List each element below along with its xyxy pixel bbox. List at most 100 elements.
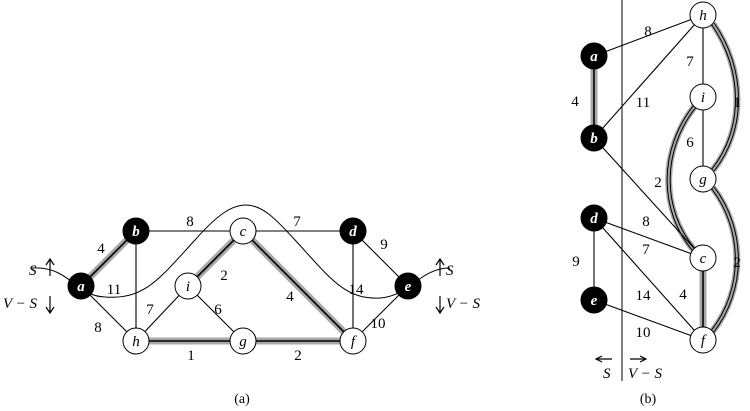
cut-label-left-top: S: [29, 263, 37, 279]
b-edge-d-f: [593, 217, 704, 341]
b-edge-weight-d-e: 9: [572, 254, 580, 270]
a-edge-weight-h-i: 7: [146, 302, 154, 318]
a-edge-weight-c-d: 7: [293, 214, 301, 230]
a-node-label-e: e: [405, 279, 412, 295]
a-node-c: c: [229, 217, 257, 245]
cut-label-right-bottom: V − S: [446, 296, 481, 312]
b-node-e: e: [580, 286, 608, 314]
b-edge-weight-a-b: 4: [571, 94, 579, 110]
a-node-h: h: [122, 327, 150, 355]
a-node-label-a: a: [77, 279, 85, 295]
b-node-label-g: g: [699, 172, 707, 188]
a-node-i: i: [174, 272, 202, 300]
a-node-circle-e: [394, 272, 422, 300]
b-node-h: h: [689, 1, 717, 29]
caption-b: (b): [640, 392, 657, 407]
a-node-circle-i: [174, 272, 202, 300]
b-edge-weight-b-c: 8: [642, 214, 650, 230]
cut-label-left-bottom: V − S: [3, 296, 38, 312]
b-edge-weight-a-h: 8: [644, 24, 652, 40]
a-edge-weight-d-e: 9: [380, 237, 388, 253]
side-label-left: S: [603, 366, 611, 382]
a-node-circle-f: [339, 327, 367, 355]
b-node-circle-a: [580, 42, 608, 70]
b-edge-weight-d-f: 14: [636, 288, 652, 304]
a-edge-weight-b-c: 8: [186, 214, 194, 230]
a-edge-weight-c-f: 4: [286, 289, 294, 305]
a-mst-edge-c-f: [242, 230, 354, 342]
a-node-b: b: [122, 217, 150, 245]
b-edge-weight-i-g: 6: [686, 135, 694, 151]
a-edge-weight-e-f: 10: [371, 316, 386, 332]
panel-b-edges: [590, 14, 741, 341]
b-node-c: c: [689, 244, 717, 272]
a-edge-weight-d-f: 14: [349, 282, 365, 298]
a-edge-weight-g-f: 2: [294, 348, 302, 364]
a-node-circle-c: [229, 217, 257, 245]
b-node-circle-f: [689, 326, 717, 354]
arrow-left-icon: [594, 355, 612, 363]
b-node-circle-h: [689, 1, 717, 29]
b-node-g: g: [689, 165, 717, 193]
a-node-label-c: c: [240, 224, 247, 240]
a-node-label-g: g: [239, 334, 247, 350]
b-node-label-f: f: [701, 333, 707, 349]
b-node-circle-e: [580, 286, 608, 314]
b-edge-d-c: [593, 217, 704, 259]
b-edge-weight-c-f: 4: [679, 287, 687, 303]
b-node-b: b: [580, 124, 608, 152]
b-edge-weight-b-h: 11: [636, 95, 650, 111]
a-node-e: e: [394, 272, 422, 300]
panel-a-nodes: a b c d e f g h i: [67, 217, 422, 355]
b-edge-weight-i-c: 2: [654, 175, 662, 191]
b-mst-edge-inner-i-c: [667, 105, 696, 251]
b-node-circle-c: [689, 244, 717, 272]
b-node-circle-g: [689, 165, 717, 193]
a-node-d: d: [339, 217, 367, 245]
arrow-down-icon: [435, 296, 445, 315]
a-node-label-i: i: [186, 279, 190, 295]
b-node-a: a: [580, 42, 608, 70]
arrow-right-icon: [630, 355, 648, 363]
b-node-i: i: [689, 83, 717, 111]
b-node-label-a: a: [590, 49, 598, 65]
b-edge-weight-e-f: 10: [636, 325, 651, 341]
a-edge-weight-h-g: 1: [187, 348, 195, 364]
a-node-f: f: [339, 327, 367, 355]
a-node-circle-d: [339, 217, 367, 245]
a-node-label-h: h: [132, 334, 140, 350]
a-edge-weight-a-h: 8: [94, 320, 102, 336]
b-node-circle-b: [580, 124, 608, 152]
a-node-a: a: [67, 272, 95, 300]
a-node-circle-a: [67, 272, 95, 300]
panel-b-nodes: a b d e h i g c f: [580, 1, 717, 354]
b-node-label-c: c: [700, 251, 707, 267]
b-node-label-e: e: [591, 293, 598, 309]
a-node-label-b: b: [132, 224, 140, 240]
side-label-right: V − S: [628, 366, 663, 382]
b-mst-edge-inner-h-g: [712, 23, 738, 171]
b-edge-e-f: [593, 299, 704, 341]
a-edge-weight-a-b: 4: [97, 241, 105, 257]
a-node-circle-b: [122, 217, 150, 245]
b-edge-weight-h-i: 7: [686, 54, 694, 70]
cut-curve: [31, 204, 451, 299]
b-node-label-i: i: [701, 90, 705, 106]
b-node-f: f: [689, 326, 717, 354]
b-edge-b-h: [593, 14, 704, 139]
a-node-circle-h: [122, 327, 150, 355]
a-node-label-f: f: [351, 334, 357, 350]
a-node-label-d: d: [349, 224, 357, 240]
b-edge-b-c: [593, 137, 704, 259]
b-node-d: d: [580, 204, 608, 232]
b-edge-weight-g-f: 2: [733, 255, 741, 271]
arrow-up-icon: [435, 257, 445, 276]
b-mst-edge-inner-g-f: [711, 187, 738, 333]
b-node-circle-d: [580, 204, 608, 232]
caption-a: (a): [234, 392, 250, 407]
a-edge-weight-c-i: 2: [220, 268, 228, 284]
arrow-up-icon: [45, 257, 55, 276]
b-node-circle-i: [689, 83, 717, 111]
